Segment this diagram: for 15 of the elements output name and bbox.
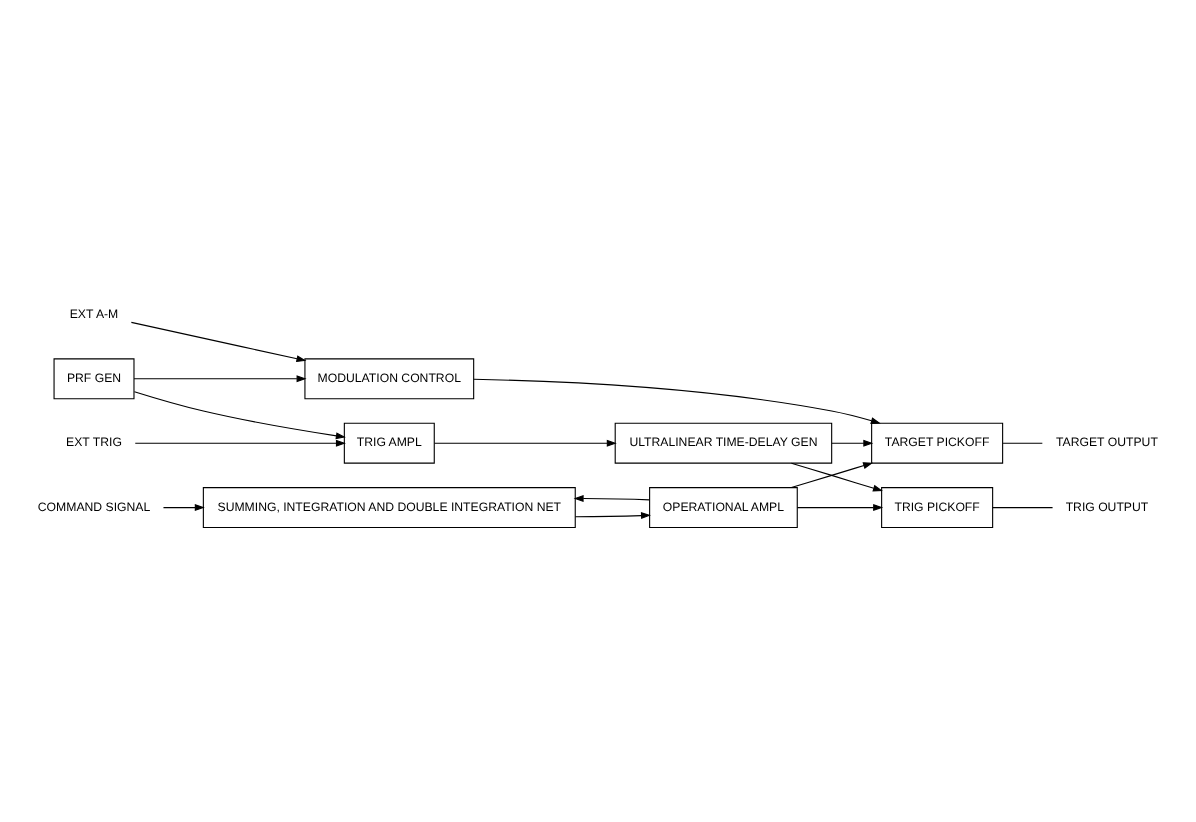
arrow [831, 439, 874, 447]
arrow [162, 504, 205, 512]
arrow [796, 504, 884, 512]
arrow [574, 512, 651, 520]
arrow [130, 321, 307, 363]
arrow [433, 439, 617, 447]
arrow [133, 375, 307, 383]
arrow [134, 439, 346, 447]
connector [992, 507, 1054, 509]
arrow [573, 495, 650, 503]
arrow [790, 462, 874, 489]
arrow [790, 462, 883, 492]
connector [1002, 442, 1043, 444]
arrow [133, 391, 346, 440]
arrow [473, 378, 881, 425]
